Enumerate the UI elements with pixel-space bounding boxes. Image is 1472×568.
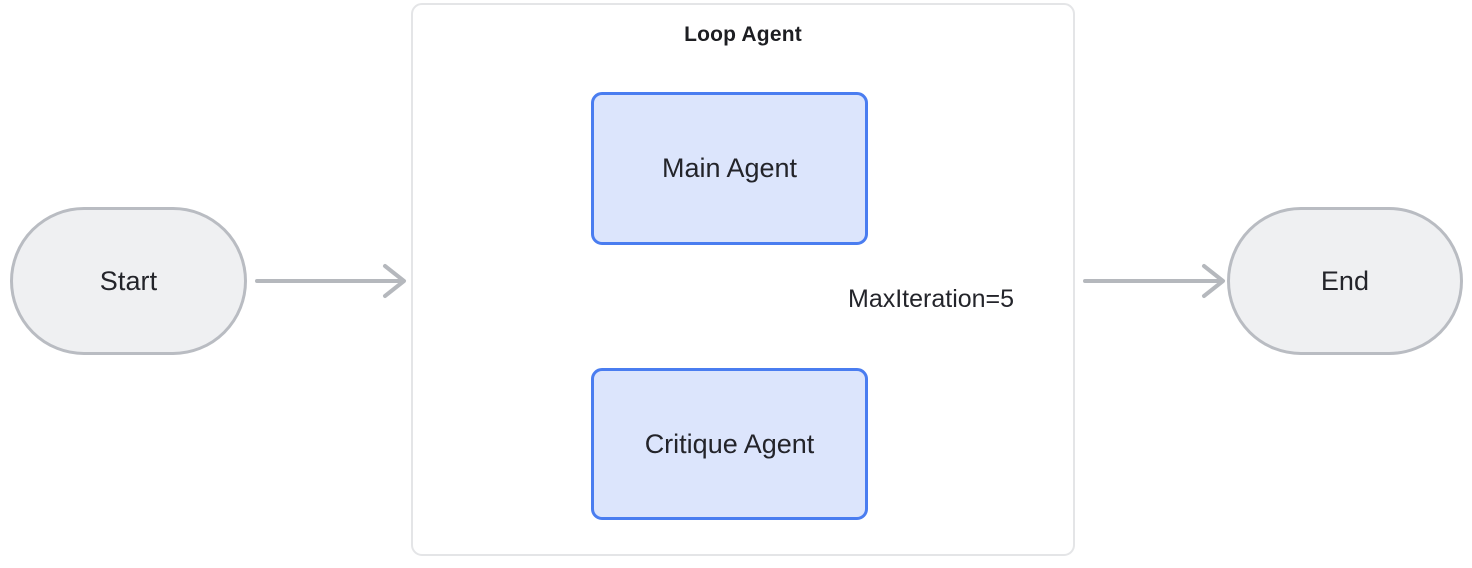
node-critique-agent-label: Critique Agent — [644, 428, 815, 459]
node-end-label: End — [1320, 265, 1370, 296]
edge-label-max-iteration: MaxIteration=5 — [843, 283, 1020, 316]
node-main-agent-label: Main Agent — [661, 153, 798, 183]
node-critique-agent[interactable]: Critique Agent — [591, 368, 868, 520]
node-end[interactable]: End — [1227, 207, 1463, 355]
arrowhead-open-chevron — [1202, 264, 1225, 298]
container-loop-agent[interactable]: Loop Agent Main Agent Critique Agent — [411, 3, 1075, 556]
node-main-agent[interactable]: Main Agent — [591, 92, 868, 245]
edge-loop-agent-to-end — [1083, 264, 1225, 298]
node-start[interactable]: Start — [10, 207, 247, 355]
container-loop-agent-title: Loop Agent — [684, 23, 802, 46]
edge-start-to-loop-agent — [255, 264, 406, 298]
arrowhead-open-chevron — [383, 264, 406, 298]
node-start-label: Start — [99, 265, 158, 296]
